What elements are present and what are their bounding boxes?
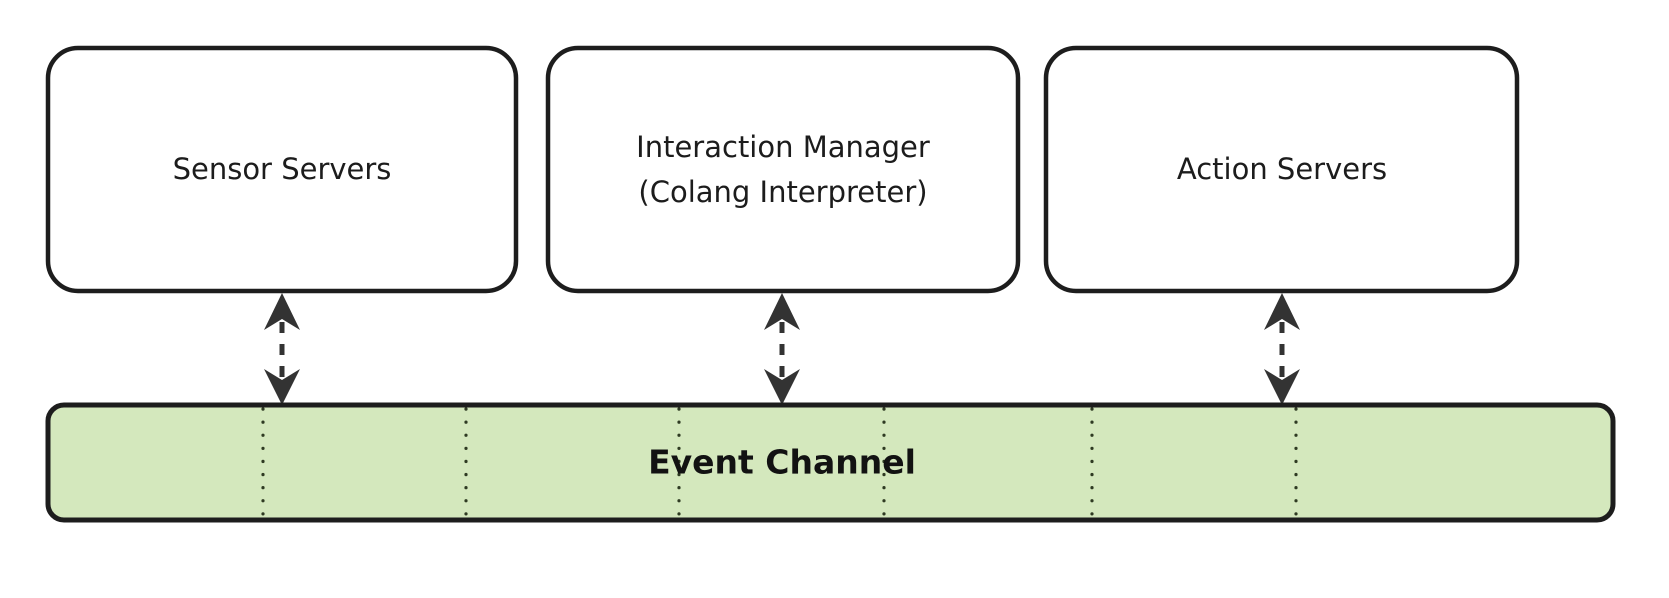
node-action-servers-shape[interactable] (1043, 45, 1520, 294)
node-sensor-servers-label: Sensor Servers (173, 152, 392, 186)
node-action-servers-label: Action Servers (1177, 152, 1387, 186)
node-interaction-manager-label-line2: (Colang Interpreter) (638, 175, 927, 209)
node-interaction-manager-shape[interactable] (545, 45, 1021, 294)
arrowhead-up-icon (764, 293, 800, 330)
node-action-servers[interactable]: Action Servers (1043, 45, 1520, 294)
node-interaction-manager-label-line1: Interaction Manager (636, 130, 930, 164)
node-sensor-servers[interactable]: Sensor Servers (45, 45, 519, 294)
arrowhead-down-icon (764, 369, 800, 405)
arrowhead-down-icon (1264, 369, 1300, 405)
node-sensor-servers-shape[interactable] (45, 45, 519, 294)
event-channel-label: Event Channel (648, 443, 916, 482)
arrowhead-up-icon (264, 293, 300, 330)
node-interaction-manager[interactable]: Interaction Manager (Colang Interpreter) (545, 45, 1021, 294)
arrowhead-down-icon (264, 369, 300, 405)
event-channel-shape[interactable] (45, 402, 1616, 523)
connector-action-servers-to-event-channel[interactable] (1264, 293, 1300, 405)
arrowhead-up-icon (1264, 293, 1300, 330)
connector-sensor-servers-to-event-channel[interactable] (264, 293, 300, 405)
event-channel[interactable]: Event Channel (45, 402, 1616, 523)
connector-interaction-manager-to-event-channel[interactable] (764, 293, 800, 405)
